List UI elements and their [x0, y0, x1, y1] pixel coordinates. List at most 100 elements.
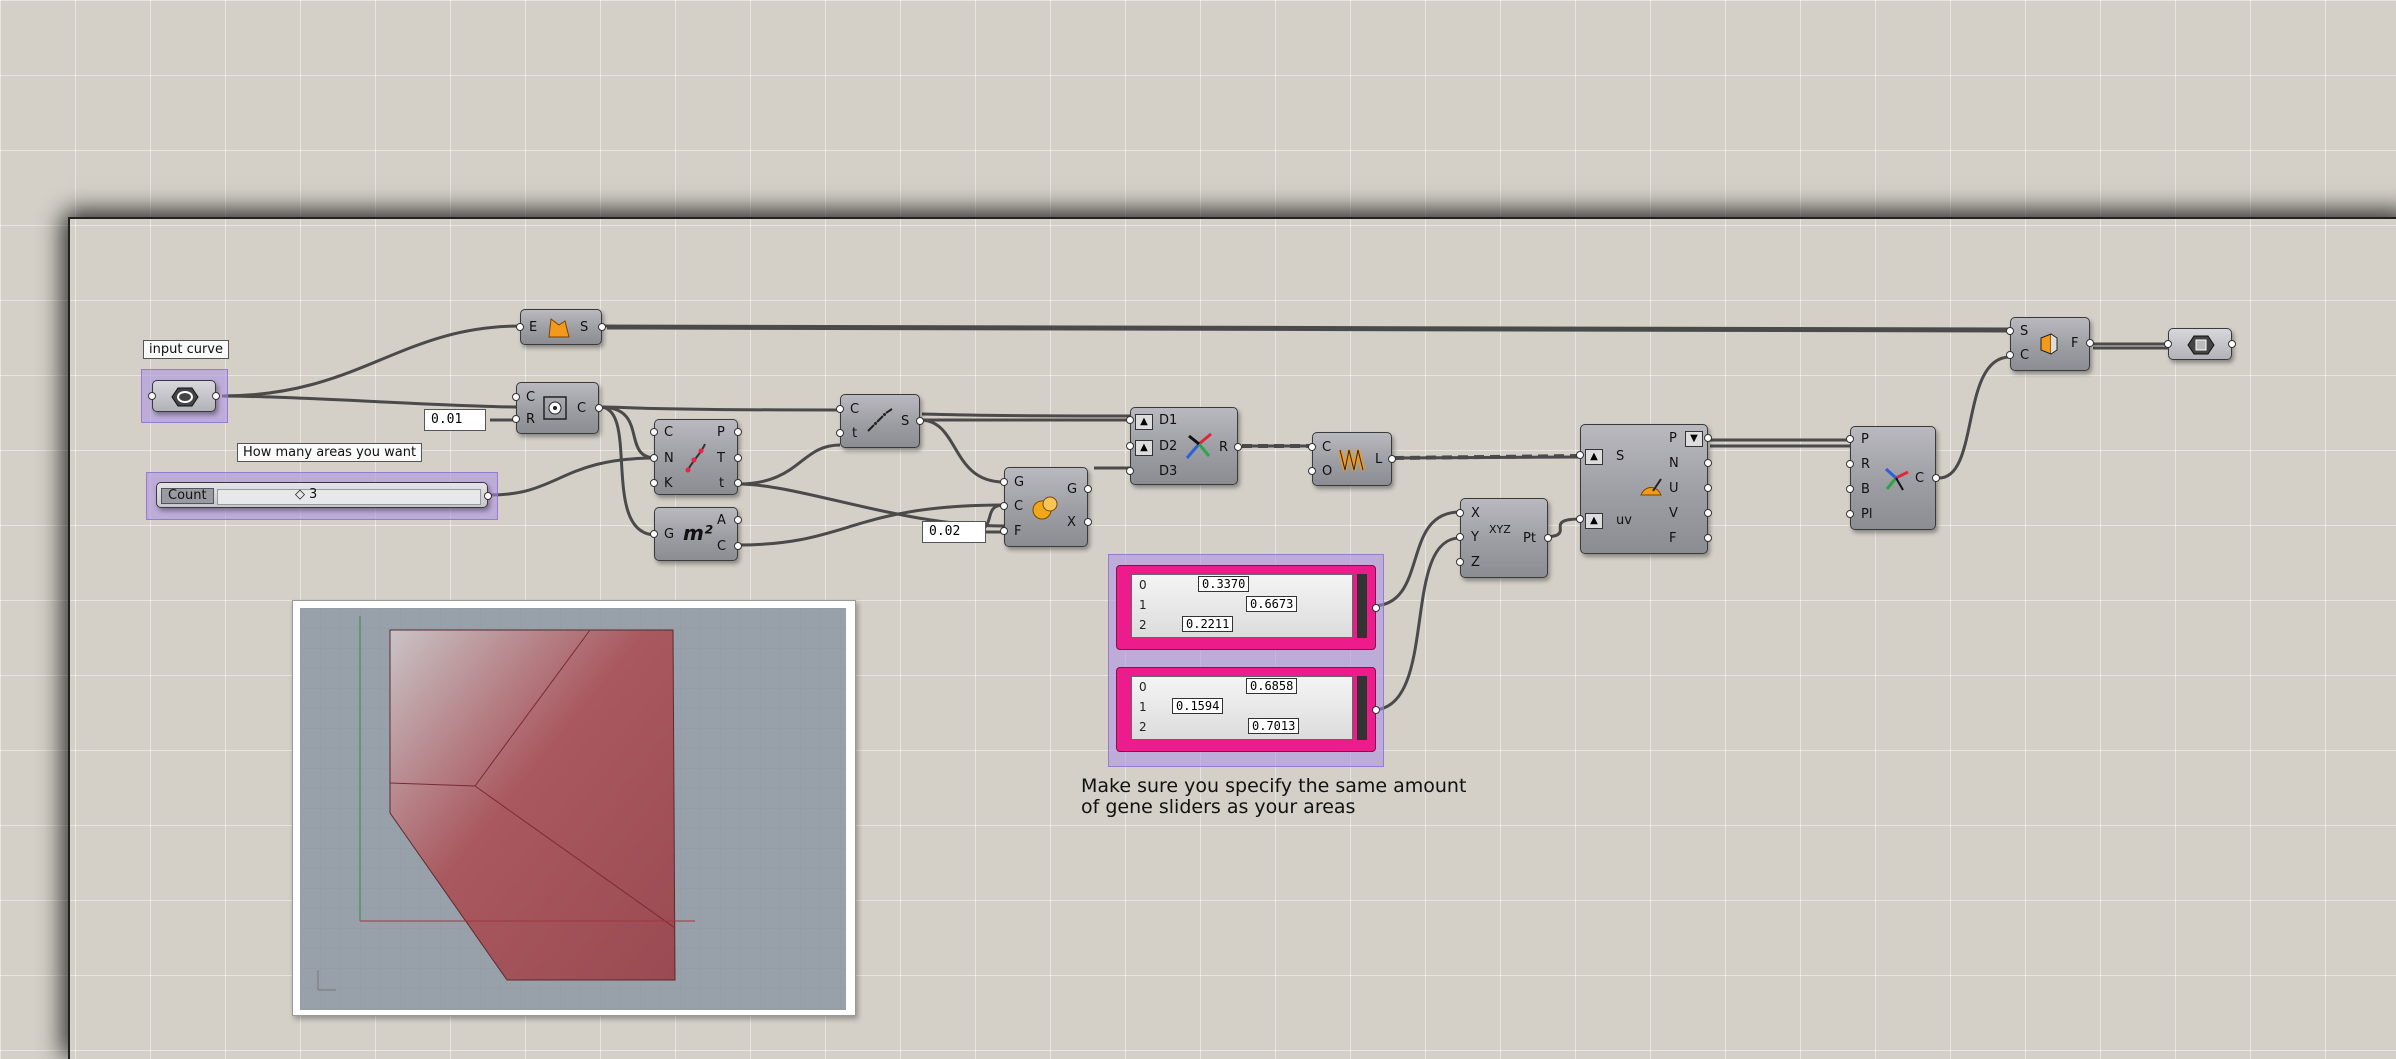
p-flatten-icon[interactable]: ▼	[1685, 431, 1703, 447]
input-port[interactable]	[1308, 467, 1316, 475]
output-port[interactable]	[1388, 455, 1396, 463]
output-port[interactable]	[734, 516, 742, 524]
output-port[interactable]	[2086, 339, 2094, 347]
input-port[interactable]	[836, 405, 844, 413]
slider-track[interactable]	[217, 489, 481, 505]
output-port[interactable]	[734, 454, 742, 462]
loft-icon	[1338, 449, 1365, 471]
input-port[interactable]	[1126, 416, 1134, 424]
input-port[interactable]	[1308, 443, 1316, 451]
output-port[interactable]	[1084, 485, 1092, 493]
wire	[221, 394, 521, 409]
preview-viewport[interactable]	[292, 600, 856, 1016]
output-port[interactable]	[1704, 509, 1712, 517]
offset-panel[interactable]: 0.02	[922, 521, 986, 543]
input-port[interactable]	[836, 429, 844, 437]
output-port[interactable]	[1544, 534, 1552, 542]
d1-upload-icon[interactable]: ▲	[1135, 414, 1153, 430]
wire	[1393, 455, 1581, 460]
gene-pool-a[interactable]: 0 1 2 0.3370 0.6673 0.2211	[1116, 565, 1380, 650]
input-port[interactable]	[1126, 467, 1134, 475]
output-port[interactable]	[734, 542, 742, 550]
brep-edges-component[interactable]: E S	[516, 309, 606, 345]
input-port[interactable]	[1456, 533, 1464, 541]
cap-component[interactable]: S C F	[2006, 317, 2094, 371]
gene-slider-0[interactable]: 0.6858	[1246, 678, 1298, 694]
input-port[interactable]	[1846, 460, 1854, 468]
loft-component[interactable]: C O L	[1308, 432, 1396, 486]
input-port[interactable]	[512, 393, 520, 401]
output-port[interactable]	[1704, 534, 1712, 542]
output-port[interactable]	[1084, 518, 1092, 526]
input-port[interactable]	[650, 530, 658, 538]
input-port[interactable]	[1456, 509, 1464, 517]
surface-split-component[interactable]: G C F G X	[1000, 467, 1092, 547]
divide-curve-component[interactable]: C N K P T t	[650, 419, 742, 495]
slider-grip[interactable]: ◇	[295, 487, 305, 502]
brep-param-component[interactable]	[2164, 328, 2236, 360]
output-port[interactable]	[1234, 443, 1242, 451]
cap-icon	[2040, 333, 2058, 355]
output-port[interactable]	[484, 492, 492, 500]
output-port[interactable]	[1704, 459, 1712, 467]
output-port[interactable]	[598, 323, 606, 331]
count-slider[interactable]: Count ◇ 3	[156, 482, 492, 508]
gene-slider-1[interactable]: 0.6673	[1246, 596, 1298, 612]
input-port[interactable]	[2164, 340, 2172, 348]
input-port[interactable]	[1846, 510, 1854, 518]
input-port[interactable]	[650, 428, 658, 436]
input-port[interactable]	[148, 392, 156, 400]
gene-pool-a-scrollbar[interactable]	[1357, 574, 1367, 638]
d2-upload-icon[interactable]: ▲	[1135, 440, 1153, 456]
wire	[737, 443, 841, 486]
input-port[interactable]	[1000, 527, 1008, 535]
input-port[interactable]	[1576, 451, 1584, 459]
tolerance-panel[interactable]: 0.01	[424, 409, 486, 431]
s-upload-icon[interactable]: ▲	[1585, 449, 1603, 465]
curve-param-component[interactable]	[148, 380, 220, 412]
input-port[interactable]	[1846, 485, 1854, 493]
input-port[interactable]	[1846, 435, 1854, 443]
wire	[737, 503, 1005, 547]
gene-slider-0[interactable]: 0.3370	[1198, 576, 1250, 592]
input-port[interactable]	[2006, 351, 2014, 359]
uv-upload-icon[interactable]: ▲	[1585, 513, 1603, 529]
input-port[interactable]	[516, 323, 524, 331]
orient-component[interactable]: P R B Pl C	[1846, 426, 1940, 530]
input-port[interactable]	[1576, 515, 1584, 523]
input-port[interactable]	[1126, 442, 1134, 450]
gene-slider-1[interactable]: 0.1594	[1172, 698, 1224, 714]
gene-slider-2[interactable]: 0.7013	[1248, 718, 1300, 734]
closest-point-component[interactable]: C R C	[512, 382, 603, 434]
remap-component[interactable]: ▲ ▲ D1 D2 D3 R	[1126, 407, 1242, 485]
output-port[interactable]	[734, 479, 742, 487]
input-port[interactable]	[2006, 327, 2014, 335]
output-port[interactable]	[916, 417, 924, 425]
input-port[interactable]	[512, 415, 520, 423]
area-component[interactable]: G m² A C	[650, 507, 742, 561]
world-axes-icon	[317, 970, 336, 991]
scribble-note[interactable]: Make sure you specify the same amount of…	[1081, 776, 1466, 818]
gene-slider-2[interactable]: 0.2211	[1182, 616, 1234, 632]
output-port[interactable]	[1372, 604, 1380, 612]
output-port[interactable]	[595, 404, 603, 412]
input-port[interactable]	[1456, 558, 1464, 566]
shatter-component[interactable]: C t S	[836, 394, 924, 448]
output-port[interactable]	[1704, 484, 1712, 492]
output-port[interactable]	[1372, 706, 1380, 714]
output-port[interactable]	[1704, 434, 1712, 442]
output-port[interactable]	[2228, 340, 2236, 348]
viewport-render	[300, 608, 846, 1010]
output-port[interactable]	[1932, 474, 1940, 482]
input-port[interactable]	[1000, 478, 1008, 486]
input-port[interactable]	[650, 454, 658, 462]
output-port[interactable]	[734, 428, 742, 436]
wires-layer	[221, 324, 2168, 712]
evaluate-surface-component[interactable]: ▲ ▲ S uv ▼ P N U V F	[1576, 424, 1712, 554]
gene-pool-b[interactable]: 0 1 2 0.6858 0.1594 0.7013	[1116, 667, 1380, 752]
input-port[interactable]	[1000, 502, 1008, 510]
construct-point-component[interactable]: X Y Z XYZ Pt	[1456, 498, 1552, 578]
gene-pool-b-scrollbar[interactable]	[1357, 676, 1367, 740]
output-port[interactable]	[212, 392, 220, 400]
input-port[interactable]	[650, 479, 658, 487]
